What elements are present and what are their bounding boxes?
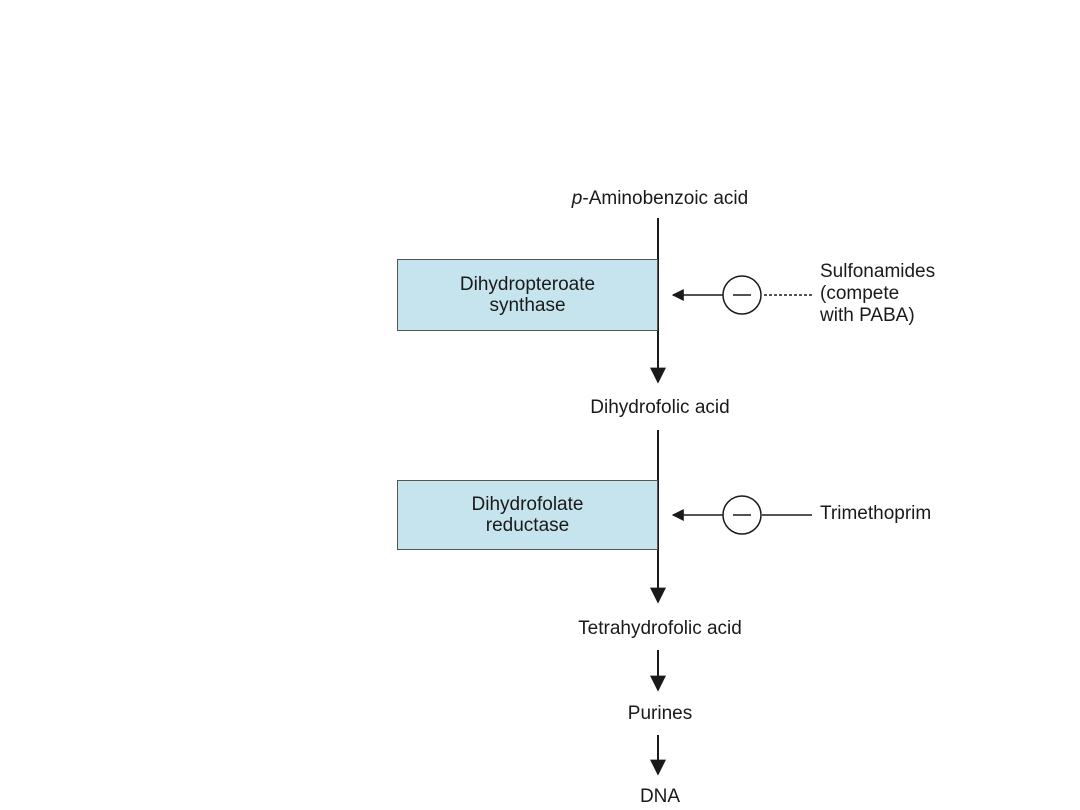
dna-label: DNA [639,786,681,807]
inhibitor-2-line1: Trimethoprim [820,503,932,524]
enzyme-dihydropteroate-synthase: Dihydropteroate synthase [397,259,658,331]
inhibitor-sulfonamides: Sulfonamides (compete with PABA) [820,261,935,327]
enzyme-1-line2: synthase [489,295,566,316]
dihydrofolic-acid-label: Dihydrofolic acid [590,397,730,418]
purines-label: Purines [627,703,693,724]
enzyme-dihydrofolate-reductase: Dihydrofolate reductase [397,480,658,550]
paba-rest: -Aminobenzoic acid [582,188,749,209]
paba-prefix: p [571,188,583,209]
inhibitor-trimethoprim: Trimethoprim [820,503,931,525]
enzyme-1-line1: Dihydropteroate [459,274,596,295]
enzyme-2-line1: Dihydrofolate [471,494,584,515]
inhibitor-1-line1: Sulfonamides [820,261,936,282]
enzyme-2-line2: reductase [485,515,570,536]
tetrahydrofolic-acid-label: Tetrahydrofolic acid [578,618,742,639]
paba-label: p-Aminobenzoic acid [572,188,748,210]
inhibitor-1-line2: (compete [820,283,900,304]
inhibitor-1-line3: with PABA) [820,305,915,326]
